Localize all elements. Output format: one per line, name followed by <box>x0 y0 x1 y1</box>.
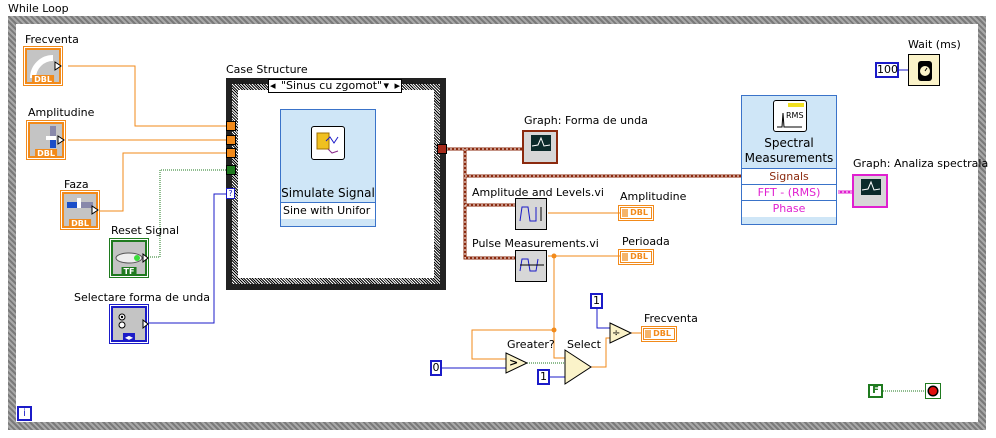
wait-constant[interactable]: 100 <box>875 62 899 78</box>
amplitude-and-levels-vi[interactable] <box>515 198 547 230</box>
spectral-icon: RMS <box>773 100 807 132</box>
tunnel-amplitudine <box>226 135 236 145</box>
graph-icon <box>531 135 551 151</box>
boolean-switch-icon <box>115 252 149 264</box>
tunnel-waveform-out <box>437 144 447 154</box>
simulate-signal-vi[interactable]: Simulate Signal Sine with Unifor <box>280 109 376 227</box>
divide-one-constant[interactable]: 1 <box>590 293 603 309</box>
pulse-icon <box>519 258 544 272</box>
graph-forma-label: Graph: Forma de unda <box>524 114 648 127</box>
pulse-measurements-vi[interactable] <box>515 250 547 282</box>
case-prev-arrow-icon[interactable]: ◂ <box>270 79 276 92</box>
while-loop-label: While Loop <box>8 2 69 15</box>
watch-icon <box>918 61 932 81</box>
faza-control-label: Faza <box>64 178 89 191</box>
pulse-vi-label: Pulse Measurements.vi <box>472 237 599 250</box>
case-selector-terminal[interactable]: ? <box>226 188 235 199</box>
amplitude-icon <box>519 206 542 222</box>
false-constant[interactable]: F <box>868 384 883 398</box>
vertical-slider-icon <box>46 126 65 148</box>
wire-selector <box>148 193 228 324</box>
selectare-forma-de-unda-control[interactable]: ◂▸ <box>109 304 149 344</box>
amplitudine-control[interactable]: DBL <box>26 120 66 160</box>
amplitudine-indicator-label: Amplitudine <box>620 190 687 203</box>
tunnel-reset <box>226 165 236 175</box>
stop-terminal[interactable] <box>925 383 941 399</box>
spectral-row-fft[interactable]: FFT - (RMS) <box>742 184 836 201</box>
simulate-signal-title: Simulate Signal <box>281 186 375 200</box>
graph-forma-de-unda[interactable] <box>522 130 558 164</box>
perioada-indicator: DBL <box>618 249 654 265</box>
perioada-indicator-label: Perioada <box>622 235 670 248</box>
amplitude-vi-label: Amplitude and Levels.vi <box>472 186 604 199</box>
frecventa-control-label: Frecventa <box>25 33 79 46</box>
selectare-label: Selectare forma de unda <box>74 291 211 304</box>
select-one-constant[interactable]: 1 <box>537 369 550 385</box>
amplitudine-control-label: Amplitudine <box>28 106 95 119</box>
frecventa-indicator-label: Frecventa <box>644 312 698 325</box>
graph-icon <box>861 179 881 195</box>
select-label: Select <box>567 338 601 351</box>
amplitudine-indicator: DBL <box>618 205 654 221</box>
wire-reset <box>148 169 228 258</box>
spectral-row-signals[interactable]: Signals <box>742 168 836 185</box>
horizontal-slider-icon <box>67 198 99 215</box>
wait-ms-function[interactable] <box>908 54 940 86</box>
reset-signal-label: Reset Signal <box>111 224 180 237</box>
frecventa-control[interactable]: DBL <box>23 46 63 86</box>
faza-control[interactable]: DBL <box>60 190 100 230</box>
simulate-signal-icon <box>311 126 345 160</box>
simulate-signal-output[interactable]: Sine with Unifor <box>281 202 375 219</box>
case-selector-value: "Sinus cu zgomot" <box>281 79 383 92</box>
case-selector[interactable]: ◂ "Sinus cu zgomot" ▾ ▸ <box>268 79 402 93</box>
greater-symbol: > <box>509 356 519 369</box>
radio-buttons-icon <box>118 313 149 330</box>
divide-symbol: ÷ <box>612 328 621 339</box>
graph-analiza-label: Graph: Analiza spectrala <box>853 157 989 170</box>
case-dropdown-icon[interactable]: ▾ <box>383 79 389 92</box>
reset-signal-control[interactable]: TF <box>109 238 149 278</box>
frecventa-indicator: DBL <box>641 326 677 342</box>
wire-faza <box>99 152 228 212</box>
wait-label: Wait (ms) <box>908 38 961 51</box>
case-structure-label: Case Structure <box>226 63 308 76</box>
stop-icon <box>927 385 939 397</box>
graph-analiza-spectrala[interactable] <box>852 174 888 208</box>
greater-label: Greater? <box>507 338 555 351</box>
zero-constant[interactable]: 0 <box>430 360 442 376</box>
case-next-arrow-icon[interactable]: ▸ <box>394 79 400 92</box>
spectral-row-phase[interactable]: Phase <box>742 200 836 217</box>
tunnel-faza <box>226 148 236 158</box>
svg-text:RMS: RMS <box>786 111 804 120</box>
tunnel-frecventa <box>226 121 236 131</box>
iteration-terminal: i <box>17 406 32 421</box>
